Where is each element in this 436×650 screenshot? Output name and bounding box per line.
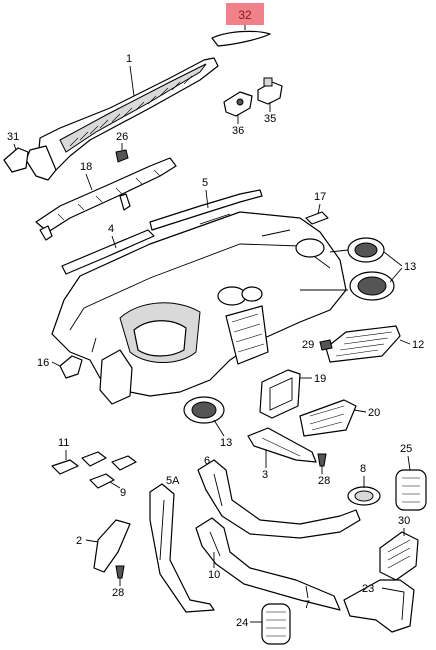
part-31-cover: [3, 147, 29, 173]
callout-13-right: 13: [404, 261, 416, 273]
callout-32: 32: [238, 8, 252, 22]
part-32-seal: [211, 30, 271, 47]
callout-30: 30: [398, 515, 410, 527]
part-1-plenum-panel: [25, 57, 219, 181]
part-16-cover: [59, 355, 83, 379]
part-24-vent: [261, 603, 291, 645]
part-12-trim-panel: [325, 325, 401, 363]
callout-7: 7: [304, 599, 310, 611]
callout-11: 11: [58, 437, 69, 449]
callout-23: 23: [362, 583, 374, 595]
highlight-badge: [226, 3, 264, 25]
callout-19: 19: [314, 373, 326, 385]
lower-air-ducts: [149, 459, 361, 613]
callout-35: 35: [264, 113, 276, 125]
callout-26: 26: [116, 131, 128, 143]
callout-31: 31: [7, 131, 19, 143]
part-4-trim: [61, 229, 155, 275]
part-28-screw-a: [317, 453, 327, 467]
callout-1: 1: [126, 53, 132, 65]
part-29-clip: [319, 339, 333, 351]
callout-17: 17: [314, 191, 326, 203]
callout-24: 24: [236, 617, 248, 629]
callout-5a: 5A: [166, 475, 180, 487]
callout-16: 16: [37, 357, 49, 369]
callout-9: 9: [120, 487, 126, 499]
callout-4: 4: [108, 223, 114, 235]
callout-6: 6: [204, 455, 210, 467]
callout-5: 5: [202, 177, 208, 189]
part-19-duct-frame: [259, 369, 301, 419]
part-5-top-trim: [149, 189, 263, 231]
callout-18: 18: [80, 161, 92, 173]
callout-28a: 28: [318, 475, 330, 487]
part-18-support-rail: [35, 157, 177, 241]
part-3-duct: [247, 427, 317, 463]
callout-12: 12: [412, 339, 424, 351]
part-13-air-vent-left: [183, 396, 225, 424]
callout-3: 3: [262, 469, 268, 481]
dashboard-main-body: [51, 211, 347, 405]
part-13-air-vents-right: [347, 237, 395, 301]
callout-8: 8: [360, 463, 366, 475]
part-2-bracket: [93, 519, 131, 573]
callout-13-left: 13: [220, 437, 232, 449]
part-25-vent: [395, 469, 427, 511]
callout-25: 25: [400, 443, 412, 455]
callout-2: 2: [76, 535, 82, 547]
callout-29: 29: [302, 339, 314, 351]
callout-10: 10: [208, 569, 220, 581]
part-28-screw-b: [115, 565, 125, 579]
callout-28b: 28: [112, 587, 124, 599]
part-11-clips: [51, 451, 137, 489]
part-23-duct: [343, 579, 415, 633]
callout-20: 20: [368, 407, 380, 419]
part-32-highlight[interactable]: 32: [226, 3, 264, 30]
part-30-vent-housing: [379, 531, 419, 581]
part-17-cover: [305, 211, 329, 225]
part-26-clip: [115, 149, 129, 163]
part-20-vent-grille: [299, 399, 357, 437]
callout-36: 36: [232, 125, 244, 137]
